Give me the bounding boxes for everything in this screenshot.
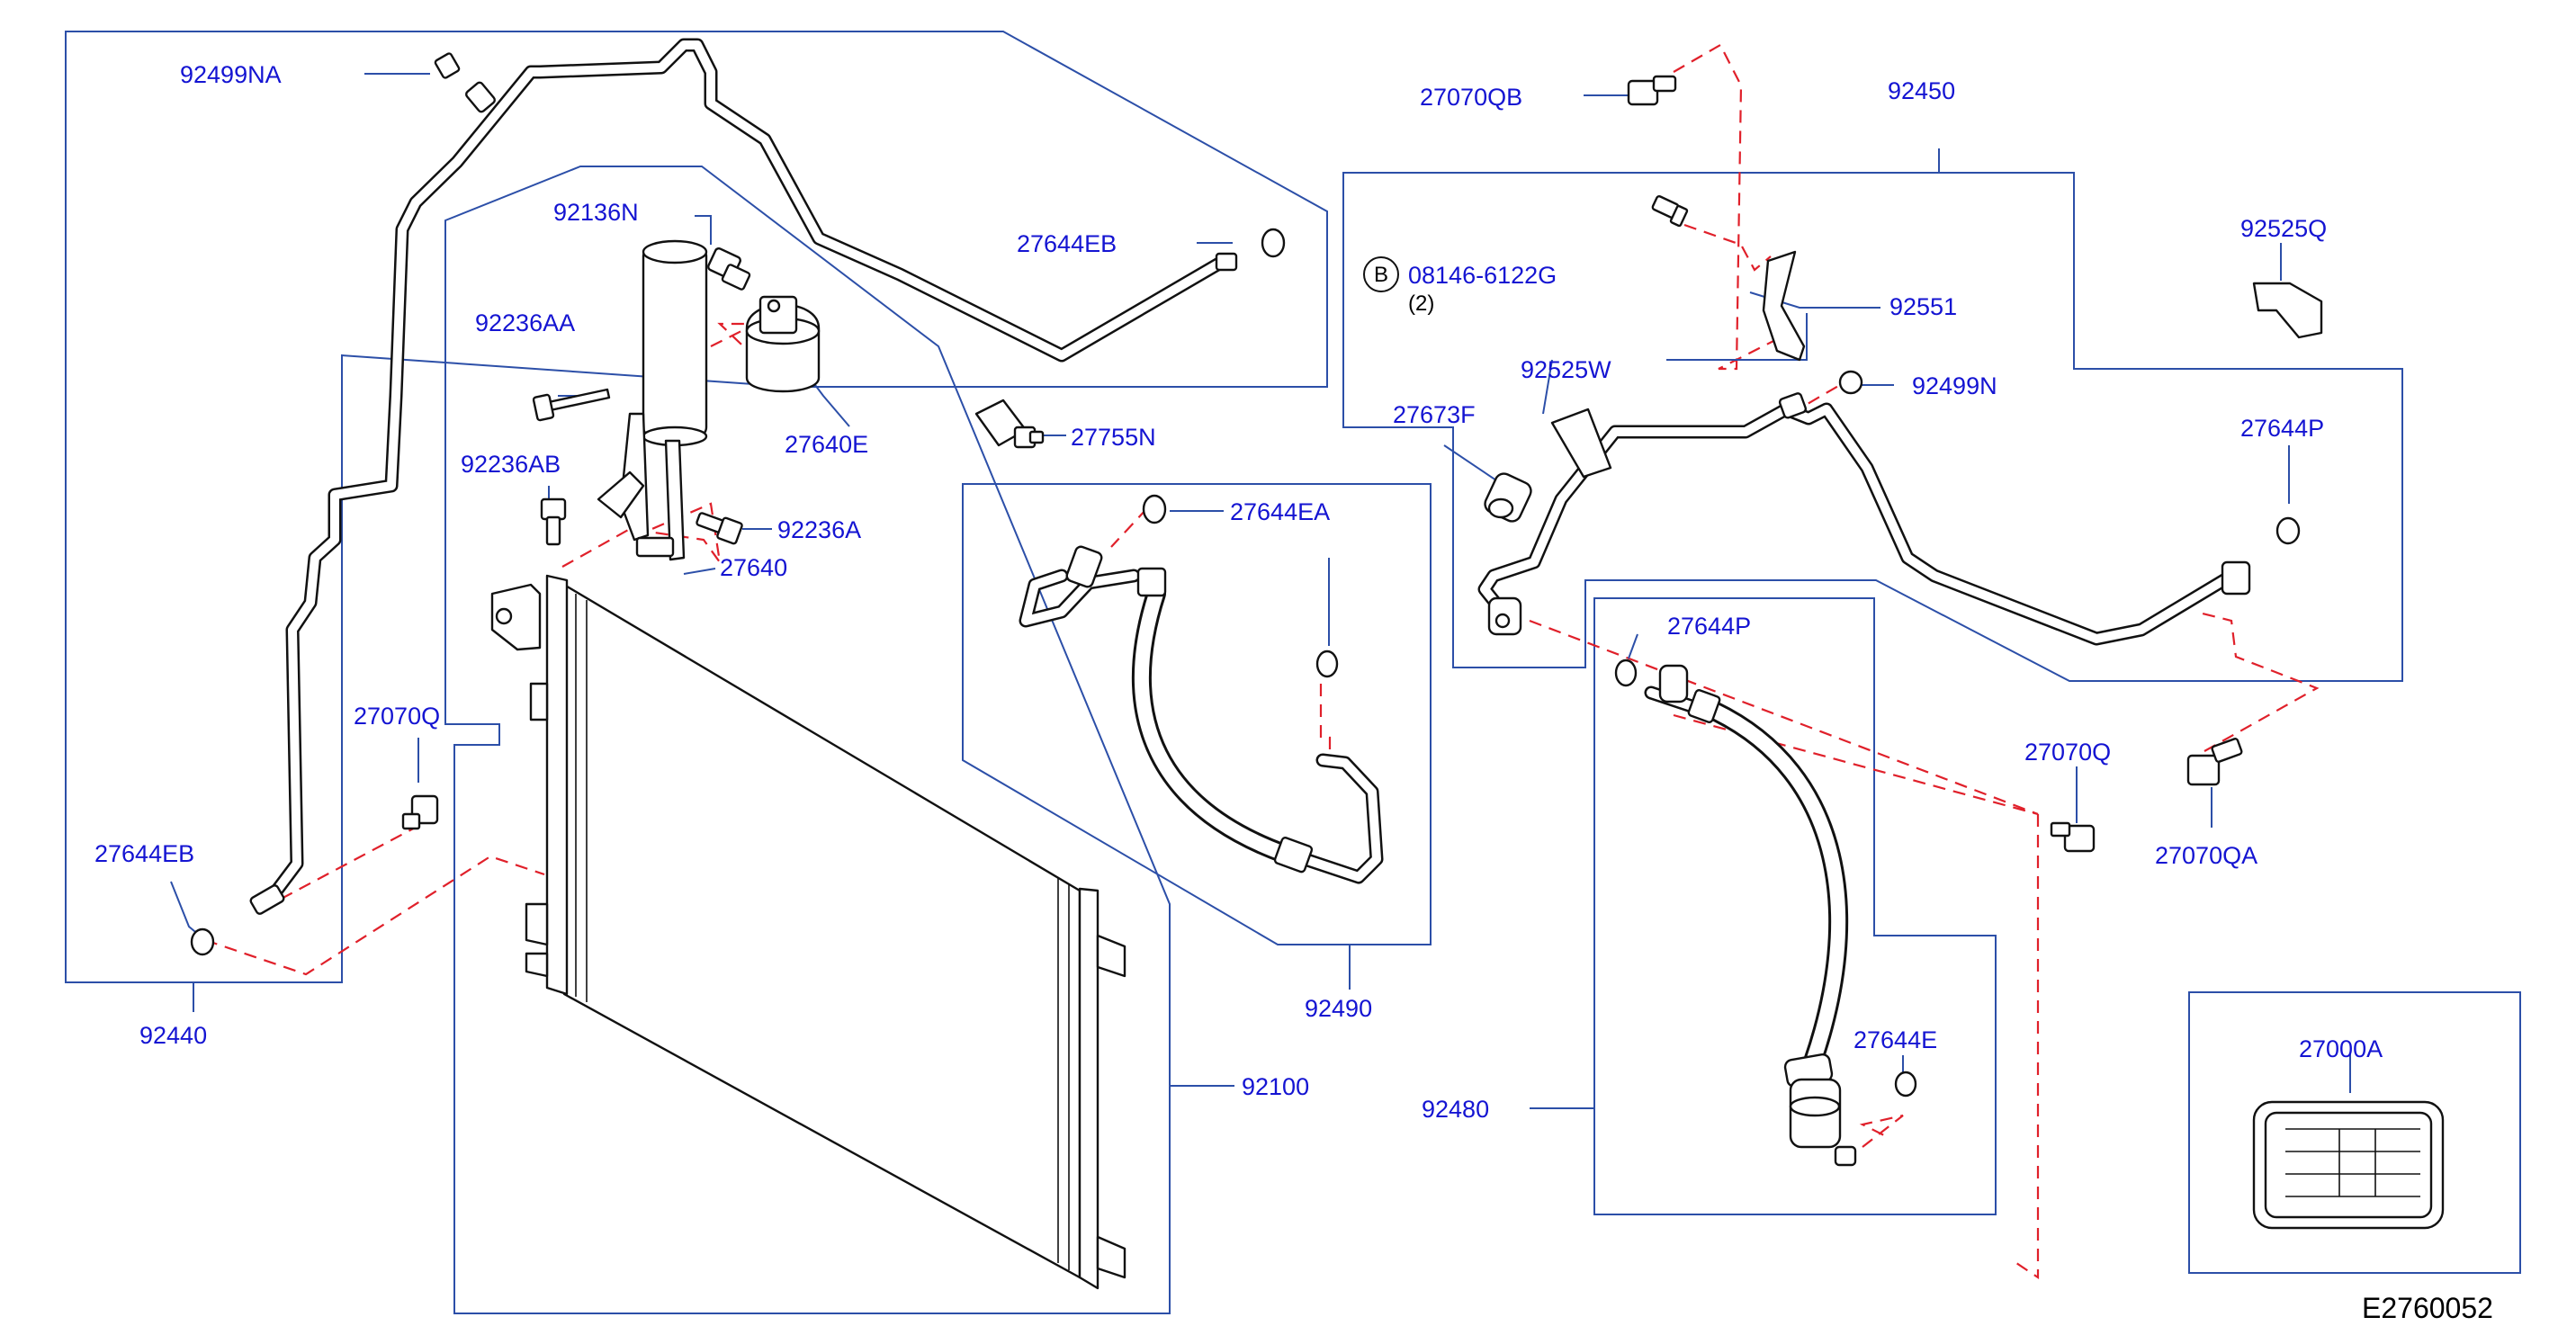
label-27070Q-right: 27070Q: [2024, 739, 2111, 766]
condenser-side-tank-left: [545, 574, 569, 996]
label-92136N: 92136N: [553, 199, 639, 226]
label-plate-27000A[interactable]: [2252, 1100, 2445, 1230]
condenser-92100[interactable]: [490, 574, 1126, 1290]
bolt-27070QA[interactable]: [2186, 738, 2243, 786]
label-27070QB: 27070QB: [1420, 84, 1522, 111]
o-ring-27644E[interactable]: [1894, 1071, 1917, 1098]
label-bolt-b: B: [1374, 263, 1388, 287]
callout-labels: 92499NA 92440 27644EB 27644EB 27070Q 921…: [94, 61, 2493, 1324]
bolt-b-marker: B: [1363, 256, 1399, 292]
dash-92480-upper: [1673, 713, 2039, 816]
plug-92136N[interactable]: [707, 246, 751, 291]
label-27640E: 27640E: [785, 431, 868, 458]
o-ring-27644EB-left[interactable]: [190, 927, 215, 956]
dash-drier-bolts: [561, 502, 722, 568]
bolt-27070Q-right[interactable]: [2050, 821, 2096, 853]
label-08146-6122G: 08146-6122G: [1408, 262, 1557, 289]
label-27070QA: 27070QA: [2155, 842, 2257, 869]
leader-lines: [170, 73, 2351, 1109]
label-27644P-right: 27644P: [2240, 415, 2324, 442]
frame-92480: [1593, 597, 1997, 1215]
label-92490: 92490: [1305, 995, 1372, 1022]
label-92499NA: 92499NA: [180, 61, 282, 88]
condenser-core: [562, 583, 1082, 1279]
label-92236A: 92236A: [777, 516, 861, 543]
bolt-92236AA[interactable]: [532, 388, 611, 422]
hose-92490[interactable]: [1019, 545, 1384, 884]
label-27644E: 27644E: [1853, 1026, 1937, 1053]
bolt-92236A[interactable]: [696, 512, 743, 545]
dash-27070Q-left: [262, 825, 419, 909]
bolt-27070Q-left[interactable]: [401, 794, 439, 830]
o-ring-27644P-right[interactable]: [2275, 516, 2301, 545]
label-92440: 92440: [139, 1022, 207, 1049]
pipe-92450[interactable]: [1477, 392, 2251, 646]
dash-27644EA-lower: [1319, 684, 1332, 756]
dash-92551-bolt: [1683, 223, 1772, 272]
o-ring-27644P-mid[interactable]: [1614, 659, 1638, 687]
dash-27644EB-left: [204, 855, 545, 976]
label-92525W: 92525W: [1521, 356, 1611, 383]
label-27000A: 27000A: [2299, 1035, 2383, 1062]
label-92551: 92551: [1889, 293, 1957, 320]
pipe-92440[interactable]: [249, 38, 1238, 915]
label-92480: 92480: [1422, 1096, 1489, 1123]
clip-92525W[interactable]: [1550, 408, 1612, 479]
label-92100: 92100: [1242, 1073, 1309, 1100]
bracket-27640E[interactable]: [745, 295, 821, 393]
o-ring-27644EA-top[interactable]: [1142, 494, 1167, 524]
condenser-side-tank-right: [1078, 887, 1100, 1290]
cap-92499N[interactable]: [1838, 370, 1863, 395]
frame-92100: [444, 166, 1171, 1314]
grommet-27673F[interactable]: [1482, 470, 1534, 524]
bolt-92236AB[interactable]: [540, 497, 567, 546]
bolt-08146-6122G[interactable]: [1651, 195, 1689, 228]
dash-27070QA: [2195, 610, 2320, 752]
assembly-dashed-lines: [204, 43, 2320, 1280]
label-92525Q: 92525Q: [2240, 215, 2327, 242]
dash-27070Q-right: [2010, 814, 2040, 1280]
condenser-bracket-top: [490, 583, 542, 651]
label-27673F: 27673F: [1393, 401, 1476, 428]
label-92236AB: 92236AB: [461, 451, 561, 478]
label-27644EB-left: 27644EB: [94, 840, 194, 867]
label-27070Q-left: 27070Q: [354, 703, 440, 730]
o-ring-27644EB-top[interactable]: [1261, 228, 1286, 258]
clip-92525Q[interactable]: [2252, 282, 2323, 339]
sensor-27755N[interactable]: [974, 399, 1045, 449]
group-frames: [65, 31, 2521, 1314]
hose-92480[interactable]: [1644, 664, 1857, 1167]
bracket-92551[interactable]: [1762, 250, 1806, 362]
o-ring-27644EA-lower[interactable]: [1315, 650, 1339, 678]
frame-92450: [1342, 172, 2403, 682]
label-27755N: 27755N: [1071, 424, 1156, 451]
label-27644EA: 27644EA: [1230, 498, 1330, 525]
diagram-id: E2760052: [2362, 1292, 2493, 1324]
dash-27644EA: [1110, 507, 1148, 548]
label-08146-qty: (2): [1408, 291, 1434, 316]
bolt-27070QB[interactable]: [1627, 75, 1677, 106]
label-27644EB-top: 27644EB: [1017, 230, 1117, 257]
dash-condenser-inlet: [1529, 619, 2039, 816]
label-92236AA: 92236AA: [475, 309, 575, 336]
dash-27644E: [1859, 1114, 1904, 1148]
label-27640: 27640: [720, 554, 787, 581]
label-27644P-mid: 27644P: [1667, 613, 1751, 640]
frame-27000A: [2188, 991, 2521, 1274]
label-92499N: 92499N: [1912, 372, 1997, 399]
receiver-drier-27640[interactable]: [597, 239, 708, 561]
frame-92490: [962, 483, 1432, 945]
label-92450: 92450: [1888, 77, 1955, 104]
